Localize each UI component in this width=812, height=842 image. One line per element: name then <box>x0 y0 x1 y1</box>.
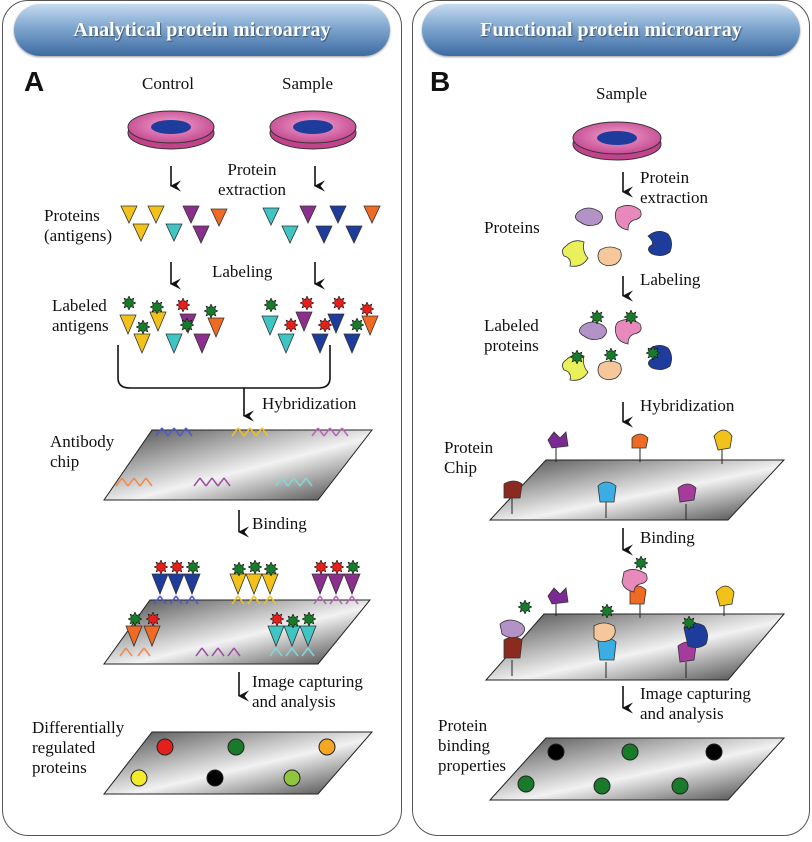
protein-chip <box>488 429 786 521</box>
label-binding-b: Binding <box>640 528 695 547</box>
bound-protein-chip <box>484 556 786 681</box>
panel-a-title: Analytical protein microarray <box>14 4 390 56</box>
label-labeled-antigens: Labeled antigens <box>52 296 109 335</box>
label-labeling-b: Labeling <box>640 270 701 289</box>
panel-b-title: Functional protein microarray <box>422 4 800 56</box>
label-sample-b: Sample <box>596 84 647 103</box>
label-hybridization-b: Hybridization <box>640 396 735 415</box>
label-labeled-proteins: Labeled proteins <box>484 316 539 355</box>
bound-antibody-chip <box>103 560 372 665</box>
label-differentially-regulated: Differentially regulated proteins <box>32 718 125 777</box>
label-image-capturing-b: Image capturing and analysis <box>640 684 751 723</box>
label-hybridization-a: Hybridization <box>262 394 357 413</box>
label-protein-chip: Protein Chip <box>444 438 494 477</box>
panel-b-letter: B <box>430 66 451 97</box>
antigens-sample <box>262 205 381 244</box>
result-chip-b <box>488 737 786 801</box>
label-proteins-antigens: Proteins (antigens) <box>44 206 112 245</box>
result-chip-a <box>102 731 374 795</box>
panel-a-letter: A <box>24 66 45 97</box>
label-protein-extraction-b: Protein extraction <box>640 168 708 207</box>
label-binding-properties: Protein binding properties <box>438 716 506 775</box>
flow-arrows-a <box>117 166 331 702</box>
petri-dish-sample-b <box>572 121 662 161</box>
label-protein-extraction-a: Protein extraction <box>218 160 286 199</box>
antibody-chip <box>103 427 374 501</box>
label-control: Control <box>142 74 194 93</box>
label-antibody-chip: Antibody chip <box>50 432 115 471</box>
label-image-capturing-a: Image capturing and analysis <box>252 672 363 711</box>
label-labeling-a: Labeling <box>212 262 273 281</box>
labeled-antigens-sample <box>261 311 379 355</box>
labeled-antigens-control <box>119 311 225 355</box>
labeled-proteins-b <box>562 319 672 381</box>
proteins-b <box>562 205 672 267</box>
antigens-control <box>120 205 228 244</box>
petri-dish-control <box>127 110 215 150</box>
label-sample-a: Sample <box>282 74 333 93</box>
label-binding-a: Binding <box>252 514 307 533</box>
label-proteins-b: Proteins <box>484 218 540 237</box>
petri-dish-sample-a <box>269 110 357 150</box>
labels-burst-sample <box>264 296 374 332</box>
